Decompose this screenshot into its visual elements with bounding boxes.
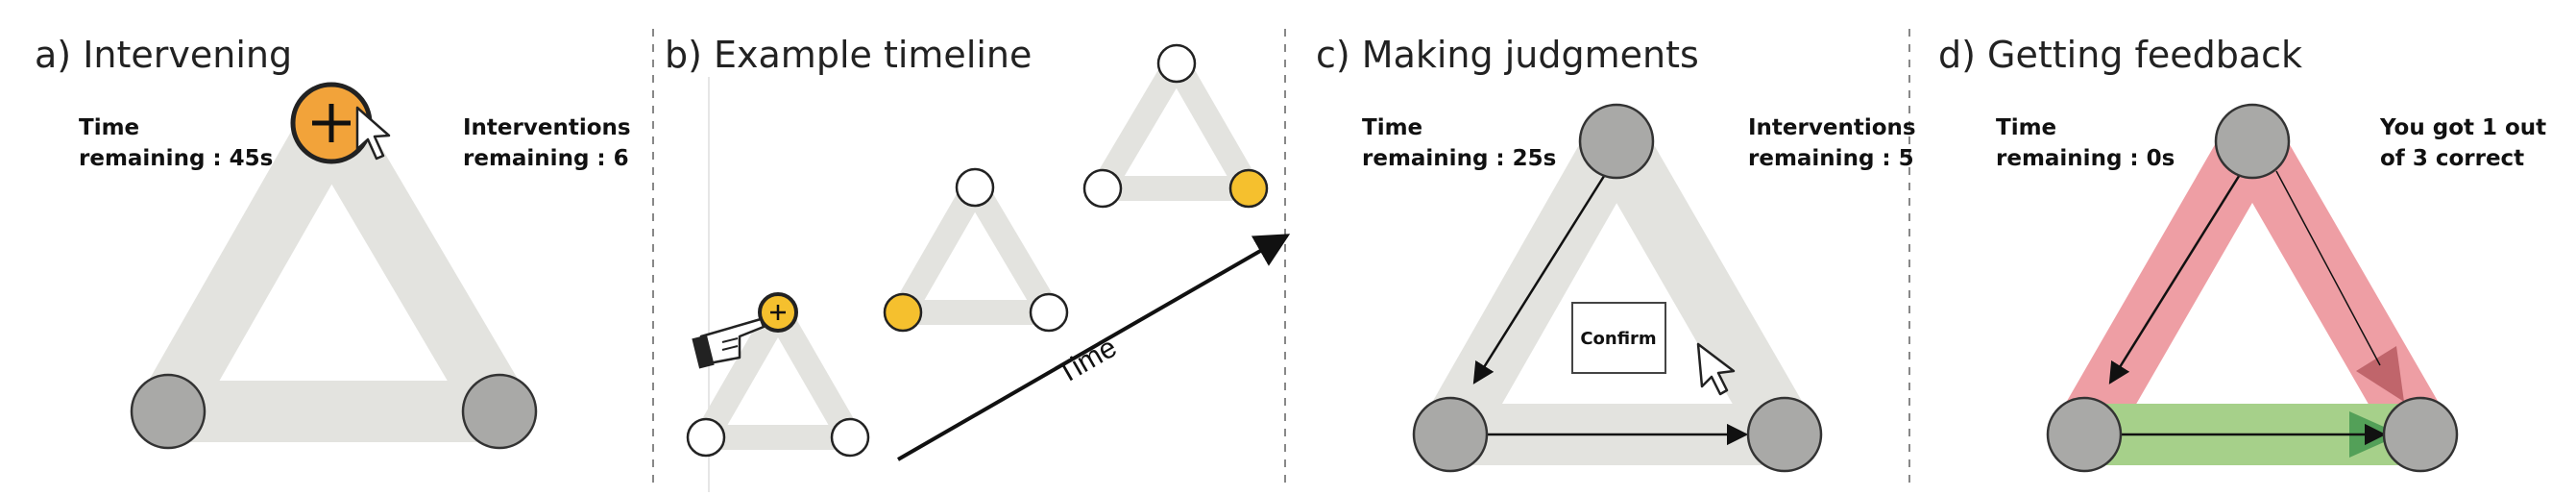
panel-b-title: b) Example timeline xyxy=(665,34,1032,76)
time-axis-label: Time xyxy=(1052,332,1122,390)
edge-band[interactable] xyxy=(1590,125,1811,449)
true-direction-arrowhead xyxy=(2356,346,2404,402)
edge-band[interactable] xyxy=(141,108,358,424)
time-remaining-label: Time xyxy=(79,115,139,140)
hand-pointer-icon xyxy=(692,317,766,369)
node-top[interactable] xyxy=(1578,103,1655,180)
panel-intervening: a) Intervening Time remaining : 45s Inte… xyxy=(35,34,631,450)
node-bottom-left xyxy=(2046,396,2123,473)
judged-link-arrow xyxy=(2275,170,2381,366)
timeline-step-1 xyxy=(686,292,870,458)
node-active xyxy=(1228,168,1269,209)
time-remaining-label: Time xyxy=(1996,115,2056,140)
judged-link-arrow[interactable] xyxy=(1472,172,1608,384)
time-remaining-value: remaining : 0s xyxy=(1996,146,2175,171)
node-bottom-left[interactable] xyxy=(1412,396,1489,473)
timeline-step-3 xyxy=(1082,43,1269,209)
interventions-remaining-value: remaining : 5 xyxy=(1748,146,1914,171)
confirm-button[interactable]: Confirm xyxy=(1571,302,1666,374)
node-bottom-right[interactable] xyxy=(1746,396,1823,473)
node xyxy=(1029,292,1069,333)
feedback-score-line-1: You got 1 out xyxy=(2379,115,2546,140)
panel-example-timeline: b) Example timeline xyxy=(665,34,1291,492)
time-remaining-value: remaining : 25s xyxy=(1362,146,1556,171)
node xyxy=(1156,43,1197,84)
panel-making-judgments: c) Making judgments Time remaining : 25s… xyxy=(1316,34,1916,473)
node xyxy=(1082,168,1123,209)
node-top xyxy=(2214,103,2291,180)
node-bottom-right[interactable] xyxy=(461,373,538,450)
plus-icon xyxy=(770,305,786,320)
panel-d-title: d) Getting feedback xyxy=(1938,34,2302,76)
plus-icon xyxy=(312,104,351,142)
node xyxy=(686,417,726,458)
edge-band[interactable] xyxy=(304,107,526,425)
cursor-icon xyxy=(1696,342,1736,396)
confirm-button-label: Confirm xyxy=(1580,329,1656,349)
interventions-remaining-label: Interventions xyxy=(463,115,631,140)
time-remaining-value: remaining : 45s xyxy=(79,146,273,171)
time-arrow-icon xyxy=(897,234,1291,461)
node-active xyxy=(883,292,923,333)
cursor-icon xyxy=(355,106,391,161)
time-remaining-label: Time xyxy=(1362,115,1422,140)
panel-c-title: c) Making judgments xyxy=(1316,34,1699,76)
panel-a-title: a) Intervening xyxy=(35,34,292,76)
node xyxy=(830,417,870,458)
node-bottom-right xyxy=(2382,396,2459,473)
feedback-score-line-2: of 3 correct xyxy=(2380,146,2524,171)
interventions-remaining-label: Interventions xyxy=(1748,115,1916,140)
node xyxy=(955,167,995,208)
interventions-remaining-value: remaining : 6 xyxy=(463,146,629,171)
feedback-band-incorrect xyxy=(2057,125,2279,449)
judged-link-arrow xyxy=(2108,172,2243,384)
panel-getting-feedback: d) Getting feedback Time remaining : 0s … xyxy=(1938,34,2546,473)
timeline-step-2 xyxy=(883,167,1069,333)
node-bottom-left[interactable] xyxy=(130,373,207,450)
